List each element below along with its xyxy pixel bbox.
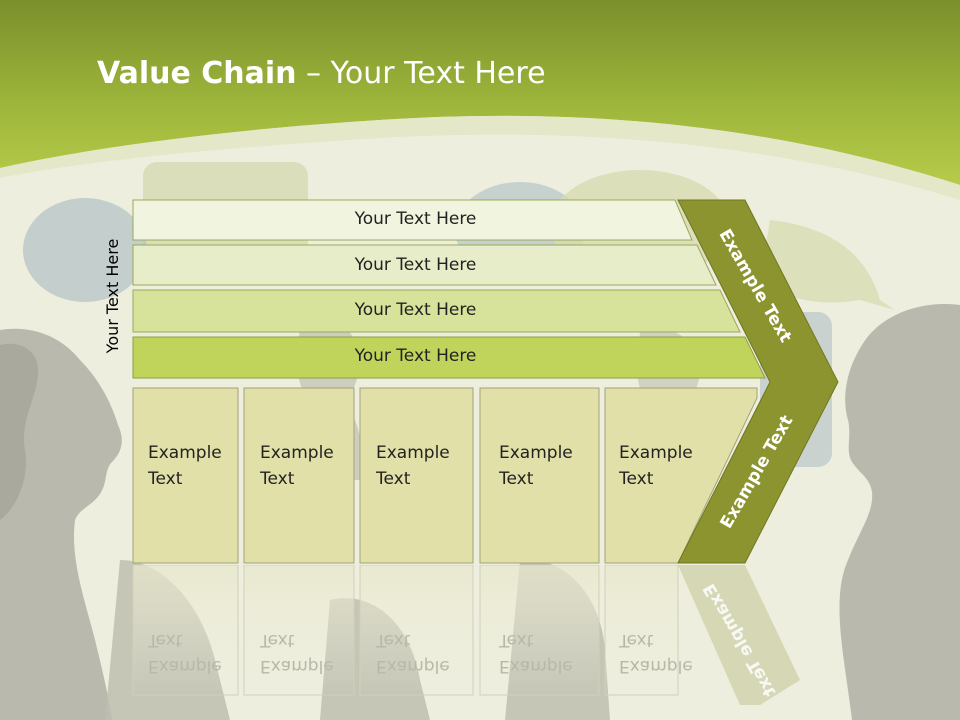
reflected-text: Text bbox=[260, 630, 295, 650]
margin-arrow bbox=[677, 199, 839, 564]
primary-column-4 bbox=[479, 387, 600, 564]
primary-column-1-label: Example Text bbox=[148, 440, 222, 492]
support-bar-4 bbox=[132, 336, 766, 379]
primary-column-2-label: Example Text bbox=[260, 440, 334, 492]
column-label-line1: Example bbox=[148, 443, 222, 463]
reflected-text: Example bbox=[148, 656, 222, 676]
reflected-text: Text bbox=[499, 630, 534, 650]
diagram-reflection: Example Text Example Text Example Text E… bbox=[0, 565, 960, 705]
slide-title: Value Chain – Your Text Here bbox=[97, 55, 546, 93]
reflected-text: Example bbox=[499, 656, 573, 676]
reflected-text: Example bbox=[260, 656, 334, 676]
support-bar-4-label: Your Text Here bbox=[354, 346, 477, 366]
reflected-text: Text bbox=[376, 630, 411, 650]
primary-column-3 bbox=[359, 387, 474, 564]
bubble-shape bbox=[760, 220, 895, 310]
support-bar-3 bbox=[132, 289, 741, 333]
primary-column-5 bbox=[604, 387, 758, 564]
support-bar-2 bbox=[132, 244, 717, 286]
left-silhouette-hair bbox=[0, 343, 39, 520]
reflected-text: Example bbox=[376, 656, 450, 676]
column-label-line2: Text bbox=[499, 469, 534, 489]
primary-column-2 bbox=[243, 387, 355, 564]
support-bar-1 bbox=[132, 199, 693, 241]
primary-column-3-label: Example Text bbox=[376, 440, 450, 492]
support-bar-3-label: Your Text Here bbox=[354, 300, 477, 320]
reflected-column-label: Example Text bbox=[499, 627, 573, 679]
header-swoosh bbox=[0, 115, 960, 200]
reflected-column-label: Example Text bbox=[148, 627, 222, 679]
primary-column-4-label: Example Text bbox=[499, 440, 573, 492]
reflected-column-label: Example Text bbox=[619, 627, 693, 679]
title-bold: Value Chain bbox=[97, 56, 297, 91]
reflected-column-label: Example Text bbox=[260, 627, 334, 679]
reflected-text: Example bbox=[619, 656, 693, 676]
title-rest: – Your Text Here bbox=[296, 56, 546, 91]
right-silhouette bbox=[839, 304, 960, 720]
support-bar-2-label: Your Text Here bbox=[354, 255, 477, 275]
column-label-line1: Example bbox=[260, 443, 334, 463]
reflected-text: Text bbox=[619, 630, 654, 650]
column-label-line1: Example bbox=[619, 443, 693, 463]
reflected-column-label: Example Text bbox=[376, 627, 450, 679]
column-label-line2: Text bbox=[148, 469, 183, 489]
header-band bbox=[0, 0, 960, 185]
primary-column-5-label: Example Text bbox=[619, 440, 693, 492]
column-label-line2: Text bbox=[619, 469, 654, 489]
left-silhouette bbox=[0, 328, 122, 720]
side-label: Your Text Here bbox=[103, 238, 122, 354]
reflected-text: Text bbox=[148, 630, 183, 650]
column-label-line2: Text bbox=[376, 469, 411, 489]
column-label-line1: Example bbox=[376, 443, 450, 463]
column-label-line2: Text bbox=[260, 469, 295, 489]
bubble-shape bbox=[23, 198, 147, 302]
support-bar-1-label: Your Text Here bbox=[354, 209, 477, 229]
primary-column-1 bbox=[132, 387, 239, 564]
column-label-line1: Example bbox=[499, 443, 573, 463]
